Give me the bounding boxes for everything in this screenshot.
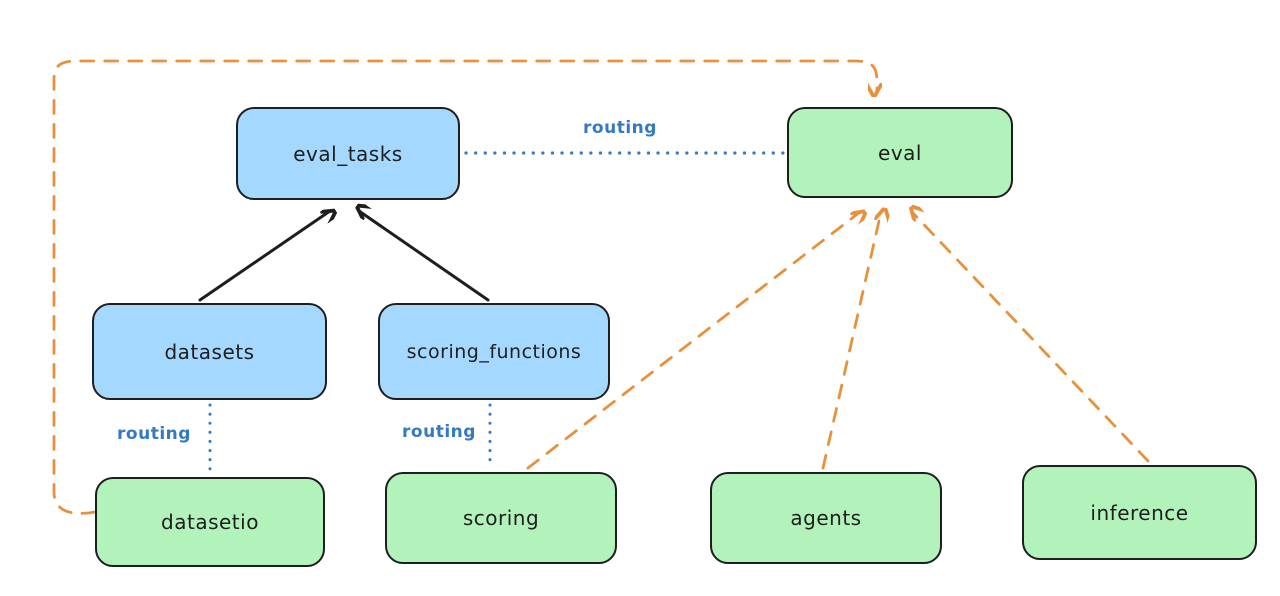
edge-datasets-to-eval_tasks <box>198 211 330 302</box>
routing-label-eval-tasks-eval: routing <box>583 118 657 138</box>
edge-inference-to-eval <box>912 212 1150 463</box>
node-eval: eval <box>787 107 1013 198</box>
node-scoring-label: scoring <box>462 506 540 530</box>
node-datasetio: datasetio <box>95 477 325 567</box>
edge-datasetio-to-eval <box>52 59 877 515</box>
edge-scoring_functions-to-eval_tasks <box>359 211 490 302</box>
node-scoring: scoring <box>385 472 617 564</box>
node-inference-label: inference <box>1090 500 1189 525</box>
node-datasets: datasets <box>92 303 327 400</box>
node-datasetio-label: datasetio <box>161 510 259 534</box>
node-eval-tasks-label: eval_tasks <box>293 141 403 166</box>
node-agents: agents <box>710 472 942 564</box>
node-inference: inference <box>1022 465 1257 560</box>
node-eval-tasks: eval_tasks <box>236 107 460 200</box>
node-scoring-functions-label: scoring_functions <box>406 340 582 363</box>
routing-label-datasets-datasetio: routing <box>117 424 191 444</box>
node-eval-label: eval <box>878 140 922 165</box>
node-datasets-label: datasets <box>164 339 255 364</box>
edge-agents-to-eval <box>821 212 881 470</box>
node-agents-label: agents <box>790 506 862 530</box>
node-scoring-functions: scoring_functions <box>378 303 610 400</box>
routing-label-scoring-functions-scoring: routing <box>402 422 476 442</box>
